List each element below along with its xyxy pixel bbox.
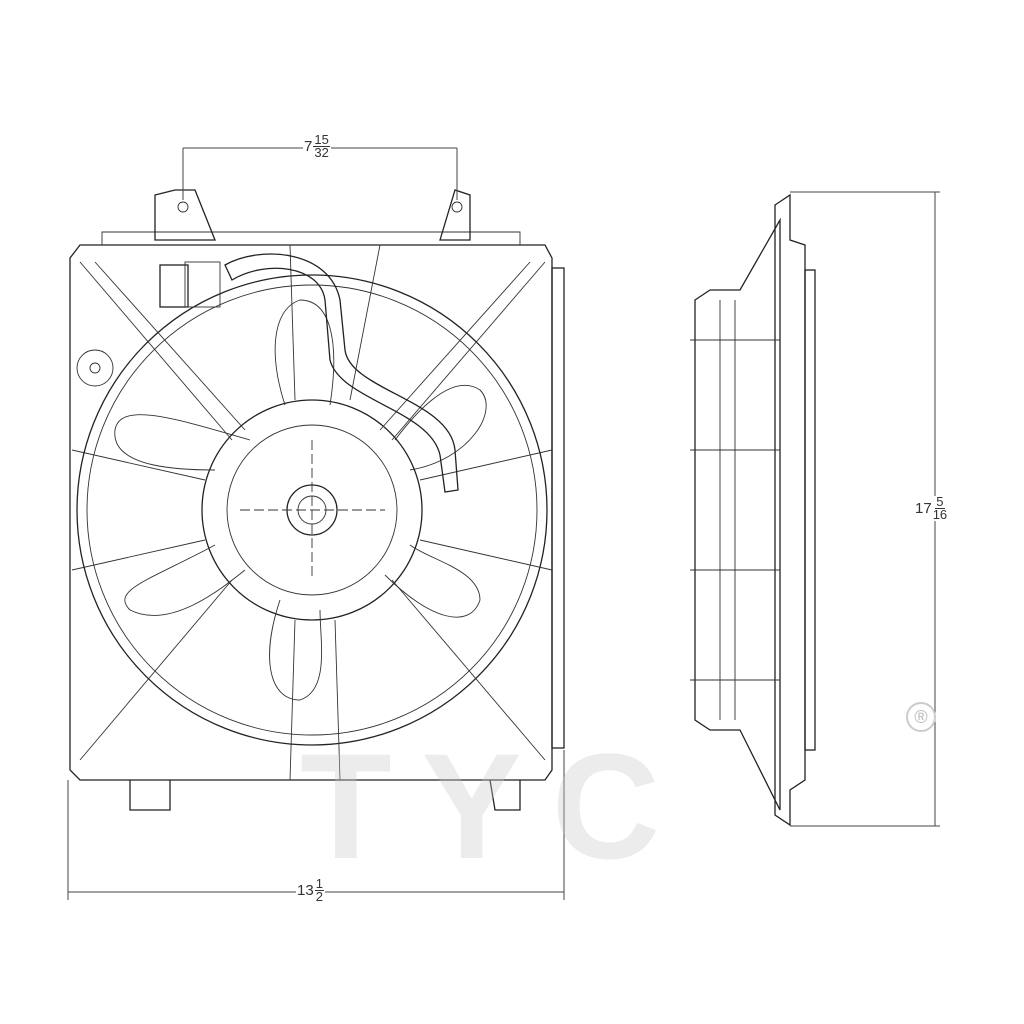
denominator: 16 [932, 507, 948, 522]
dimension-whole: 13 [297, 882, 314, 899]
dimension-whole: 7 [304, 138, 313, 155]
denominator: 32 [314, 145, 329, 160]
tyc-watermark: TYC [300, 722, 690, 890]
numerator: 1 [314, 876, 324, 891]
registered-mark-icon: ® [906, 702, 936, 732]
side-view [690, 193, 816, 827]
numerator: 15 [313, 132, 330, 147]
denominator: 2 [315, 889, 323, 904]
front-view [69, 189, 565, 811]
dimension-whole: 17 [915, 500, 932, 517]
fan-blades [114, 299, 487, 701]
struts [71, 244, 553, 781]
numerator: 5 [935, 494, 945, 509]
